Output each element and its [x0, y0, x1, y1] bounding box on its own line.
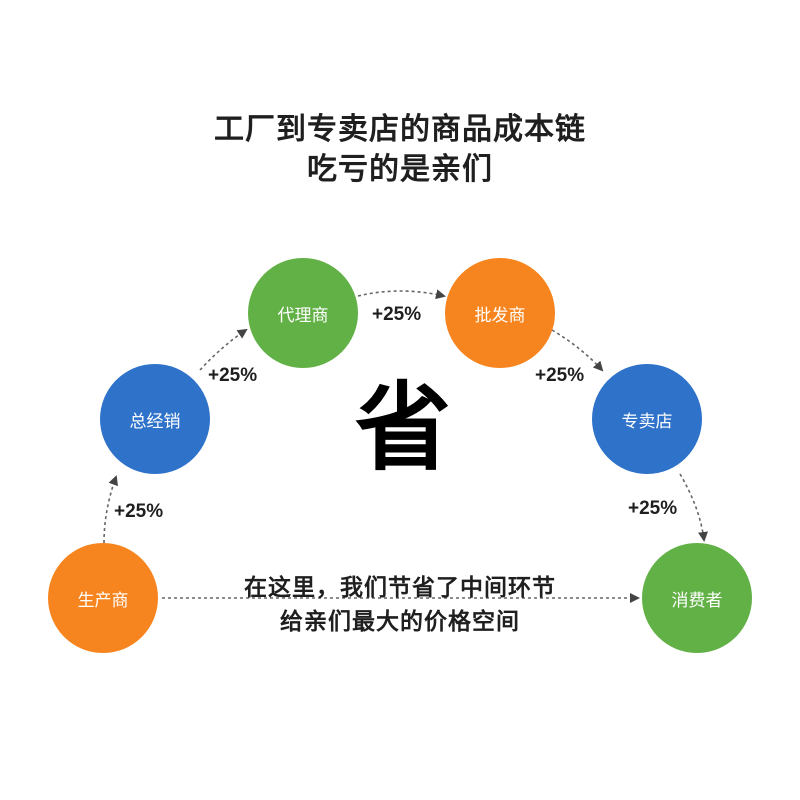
node-producer: 生产商: [48, 543, 158, 653]
diagram-title-line1: 工厂到专卖店的商品成本链: [214, 112, 586, 147]
node-consumer: 消费者: [642, 543, 752, 653]
arrow-distributor-to-agent: [199, 328, 248, 371]
markup-label-5: +25%: [628, 498, 678, 519]
node-agent: 代理商: [248, 258, 358, 368]
direct-note-line1: 在这里，我们节省了中间环节: [244, 575, 556, 601]
arrow-wholesaler-to-store: [551, 329, 604, 372]
center-save-character: 省: [355, 371, 451, 484]
node-producer-label: 生产商: [77, 590, 129, 611]
node-general-distributor: 总经销: [100, 364, 210, 474]
node-store: 专卖店: [592, 364, 702, 474]
node-agent-label: 代理商: [277, 305, 329, 326]
arrow-store-to-consumer: [679, 473, 708, 542]
node-wholesaler-label: 批发商: [474, 305, 526, 326]
markup-label-3: +25%: [372, 304, 422, 325]
arrow-agent-to-wholesaler: [357, 289, 446, 300]
markup-label-2: +25%: [208, 365, 258, 386]
diagram-title-line2: 吃亏的是亲们: [307, 152, 493, 187]
node-consumer-label: 消费者: [671, 590, 723, 611]
arrow-producer-to-distributor: [103, 475, 118, 544]
markup-label-1: +25%: [114, 501, 164, 522]
node-wholesaler: 批发商: [445, 258, 555, 368]
node-general-distributor-label: 总经销: [129, 411, 181, 432]
node-store-label: 专卖店: [621, 411, 673, 432]
markup-label-4: +25%: [535, 365, 585, 386]
direct-note-line2: 给亲们最大的价格空间: [280, 609, 520, 635]
